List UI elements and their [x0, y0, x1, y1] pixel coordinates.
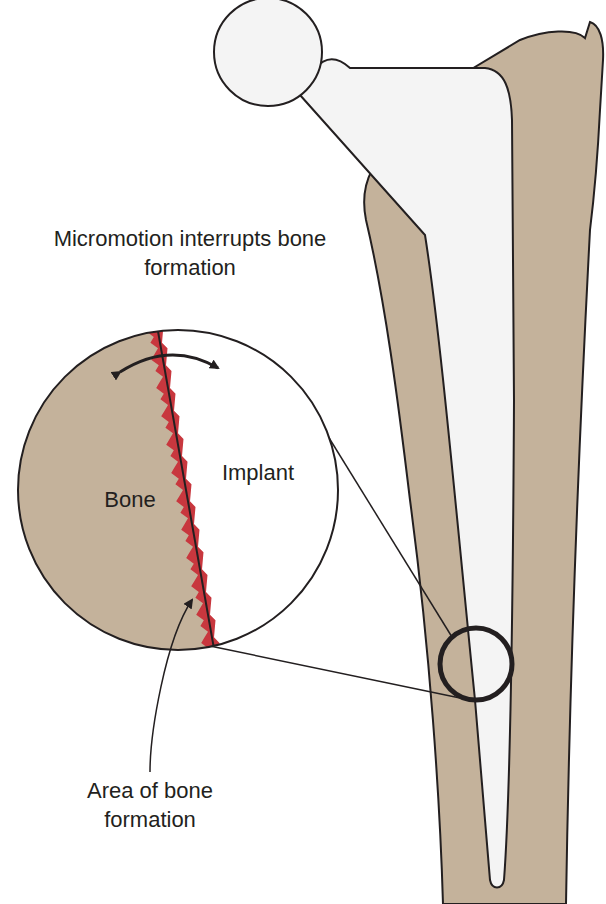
zoom-line — [210, 646, 460, 698]
leader-line — [150, 600, 192, 772]
region-label: Implant — [203, 458, 313, 487]
zoom-circle — [18, 330, 338, 650]
zoom-line — [318, 420, 452, 637]
implant-head — [214, 0, 322, 106]
magnified-spot — [440, 628, 512, 700]
micromotion-arrow — [120, 355, 218, 372]
zoom-view — [0, 320, 360, 660]
callout-text: Area of bone formation — [60, 776, 240, 834]
callout-text: Micromotion interrupts bone formation — [35, 224, 345, 282]
region-label: Bone — [80, 485, 180, 514]
